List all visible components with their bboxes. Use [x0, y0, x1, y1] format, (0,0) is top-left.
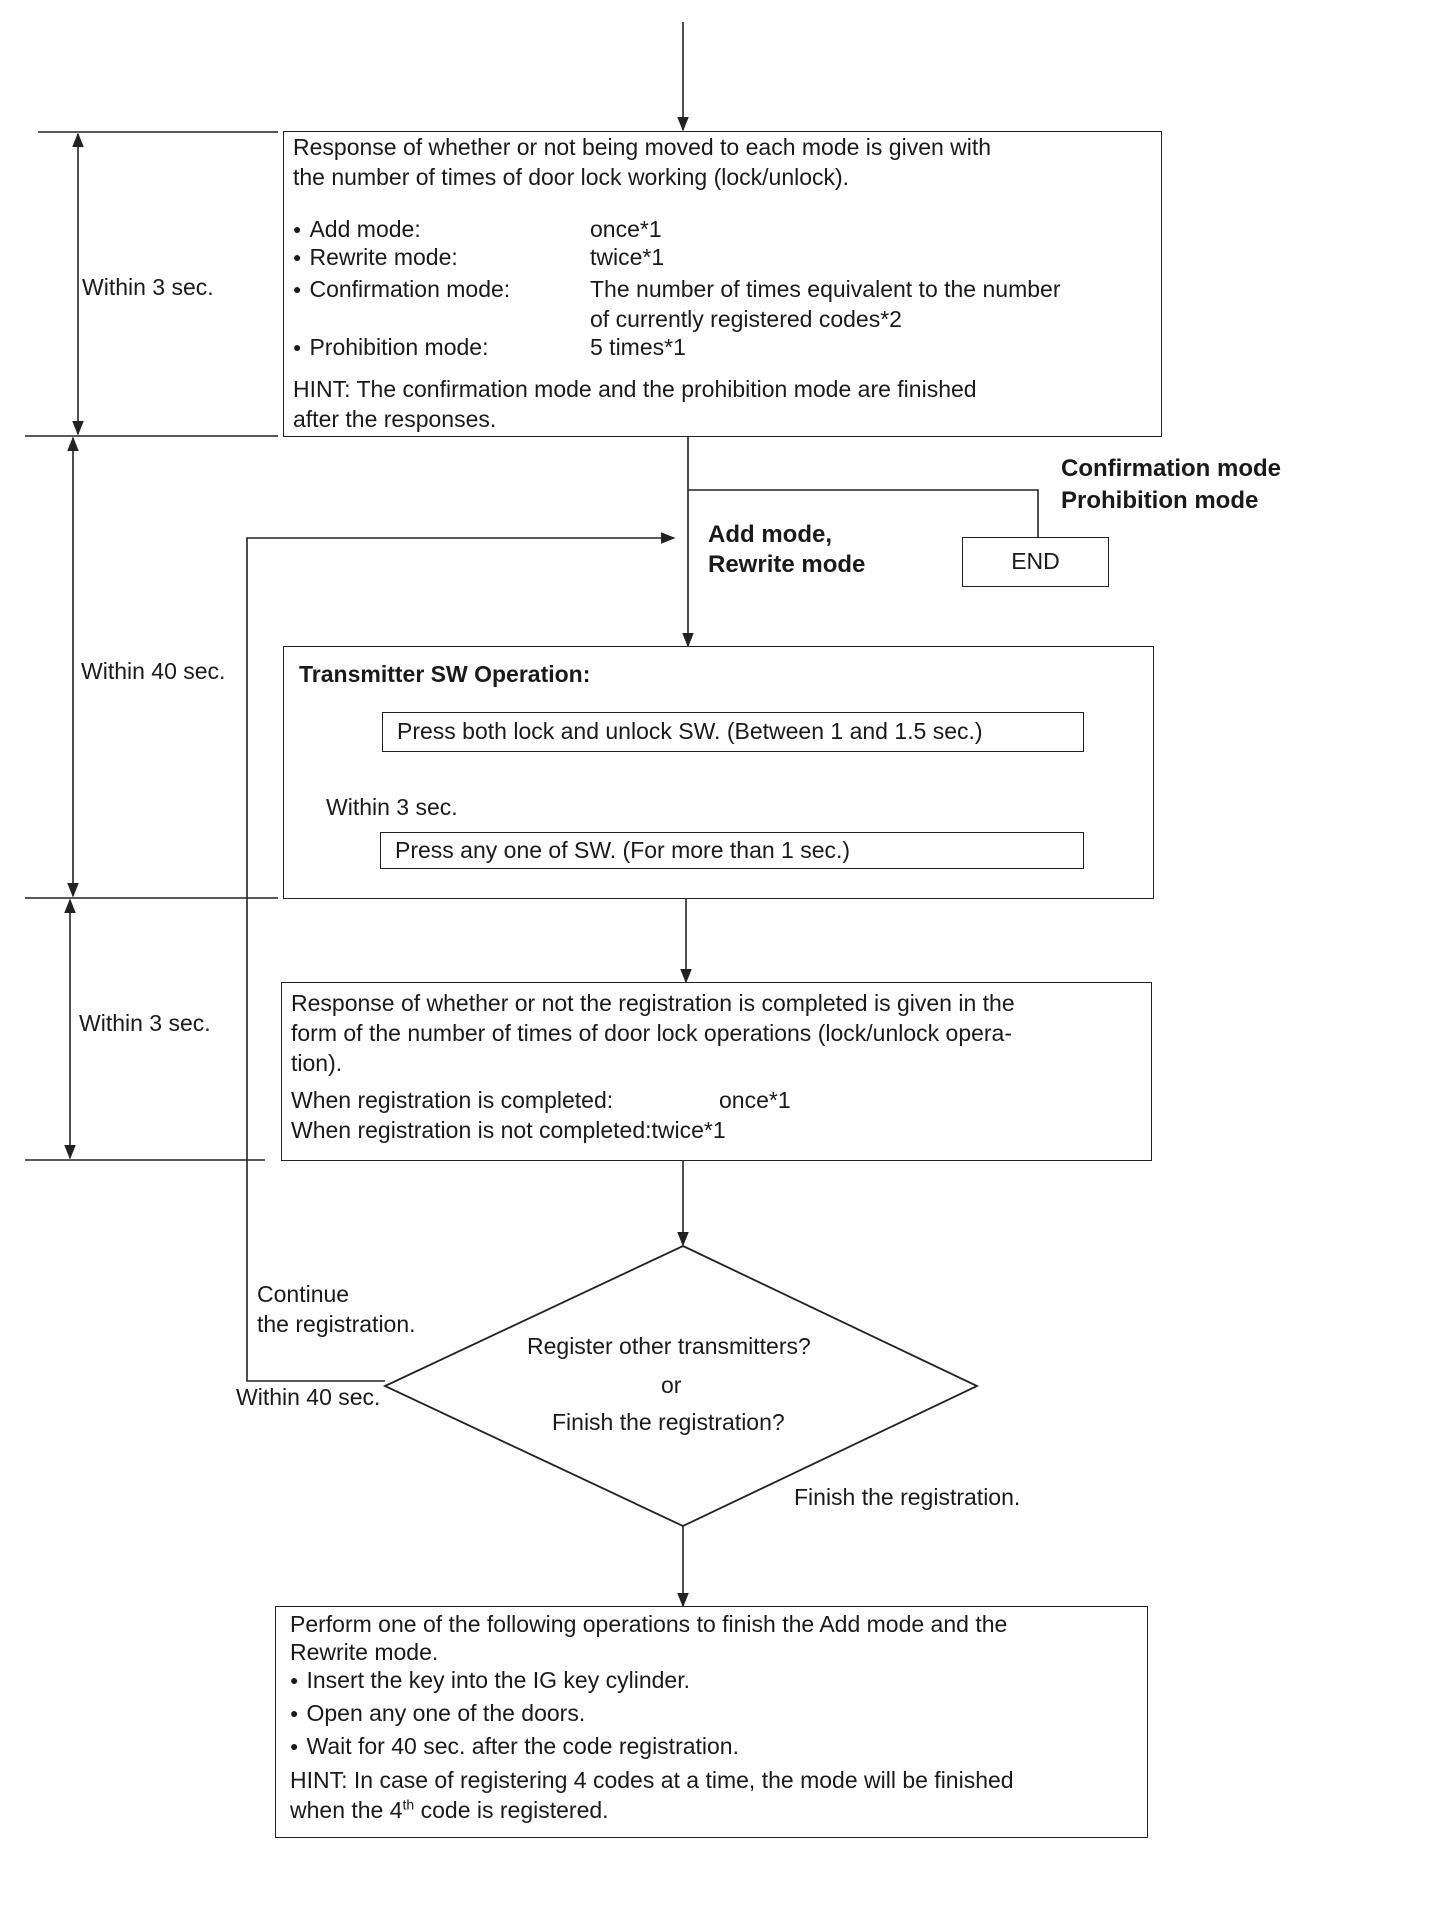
- continue-modes-line2: Rewrite mode: [708, 551, 866, 578]
- mode-response-box: Response of whether or not being moved t…: [283, 131, 1162, 437]
- mode-rewrite-value: twice*1: [590, 244, 665, 270]
- transmitter-step2-text: Press any one of SW. (For more than 1 se…: [395, 837, 851, 863]
- end-label: END: [1011, 548, 1060, 574]
- mode-confirmation-value-2: of currently registered codes*2: [590, 306, 902, 332]
- box4-hint-line1: HINT: In case of registering 4 codes at …: [290, 1767, 1014, 1793]
- decision-diamond: [382, 1245, 980, 1527]
- box3-completed-label: When registration is completed:: [291, 1087, 614, 1113]
- mode-prohibition-name: Prohibition mode:: [293, 332, 488, 365]
- registration-response-box: Response of whether or not the registrat…: [281, 982, 1152, 1161]
- decision-line1: Register other transmitters?: [527, 1333, 811, 1359]
- box3-line2: form of the number of times of door lock…: [291, 1020, 1013, 1046]
- box4-hint-superscript: th: [402, 1796, 415, 1813]
- mode-confirmation-value-1: The number of times equivalent to the nu…: [590, 276, 1061, 302]
- decision-line2: or: [661, 1372, 682, 1398]
- mode-add-value: once*1: [590, 216, 662, 242]
- box3-line1: Response of whether or not the registrat…: [291, 990, 1015, 1016]
- box4-bullet-3: Wait for 40 sec. after the code registra…: [290, 1731, 739, 1764]
- finish-label: Finish the registration.: [794, 1484, 1021, 1510]
- box4-intro-line1: Perform one of the following operations …: [290, 1611, 1008, 1637]
- finish-operations-box: Perform one of the following operations …: [275, 1606, 1148, 1838]
- continue-label-line2: the registration.: [257, 1311, 416, 1337]
- continue-label-line1: Continue: [257, 1281, 350, 1307]
- decision-line3: Finish the registration?: [552, 1409, 785, 1435]
- continue-modes-line1: Add mode,: [708, 521, 832, 548]
- timing-label-3: Within 3 sec.: [79, 1010, 211, 1036]
- end-modes-line1: Confirmation mode: [1061, 455, 1281, 482]
- box4-bullet-2: Open any one of the doors.: [290, 1698, 585, 1731]
- line-branch-to-end: [688, 489, 1039, 537]
- box1-hint-line2: after the responses.: [293, 406, 497, 432]
- box1-intro-line1: Response of whether or not being moved t…: [293, 134, 992, 160]
- box4-bullet-1: Insert the key into the IG key cylinder.: [290, 1665, 690, 1698]
- timing-label-2: Within 40 sec.: [81, 658, 226, 684]
- loop-timing-label: Within 40 sec.: [236, 1384, 381, 1410]
- box4-hint-line2-pre: when the 4: [290, 1797, 403, 1823]
- transmitter-step1-text: Press both lock and unlock SW. (Between …: [397, 718, 983, 744]
- transmitter-step1: Press both lock and unlock SW. (Between …: [382, 712, 1084, 752]
- inner-timing-label: Within 3 sec.: [326, 794, 458, 820]
- box3-completed-value: once*1: [719, 1087, 791, 1113]
- transmitter-title: Transmitter SW Operation:: [299, 661, 591, 687]
- box1-intro-line2: the number of times of door lock working…: [293, 164, 850, 190]
- box4-intro-line2: Rewrite mode.: [290, 1639, 439, 1665]
- end-modes-line2: Prohibition mode: [1061, 487, 1259, 514]
- loop-back-line: [246, 532, 676, 1382]
- box4-hint-line2-post: code is registered.: [414, 1797, 609, 1823]
- box3-not-completed: When registration is not completed:twice…: [291, 1117, 726, 1143]
- mode-rewrite-name: Rewrite mode:: [293, 242, 457, 275]
- mode-prohibition-value: 5 times*1: [590, 334, 686, 360]
- transmitter-step2: Press any one of SW. (For more than 1 se…: [380, 832, 1084, 869]
- timing-label-1: Within 3 sec.: [82, 274, 214, 300]
- box1-hint-line1: HINT: The confirmation mode and the proh…: [293, 376, 977, 402]
- box4-hint-line2: when the 4th code is registered.: [290, 1795, 609, 1825]
- box3-line3: tion).: [291, 1050, 343, 1076]
- mode-confirmation-name: Confirmation mode:: [293, 274, 510, 307]
- end-box: END: [962, 537, 1109, 587]
- mode-add-name: Add mode:: [293, 214, 420, 247]
